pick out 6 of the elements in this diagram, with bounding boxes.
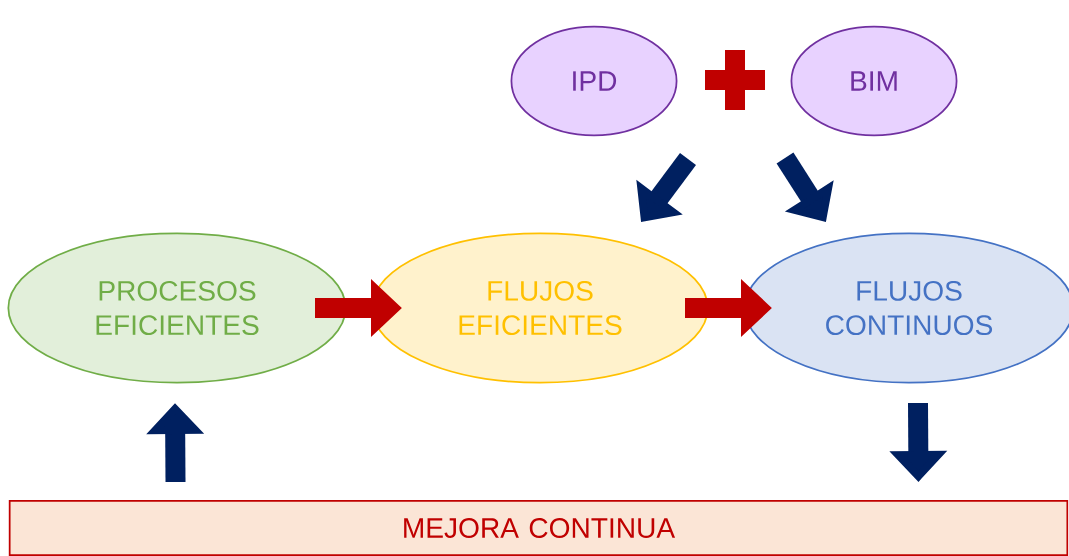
banner-box: MEJORA CONTINUA: [8, 499, 1069, 556]
ellipse-node: PROCESOS EFICIENTES: [7, 232, 347, 384]
ellipse-node: IPD: [510, 25, 678, 137]
ellipse-node: BIM: [790, 25, 958, 137]
ellipse-node: FLUJOS EFICIENTES: [371, 232, 709, 384]
ellipse-node: FLUJOS CONTINUOS: [743, 232, 1069, 384]
